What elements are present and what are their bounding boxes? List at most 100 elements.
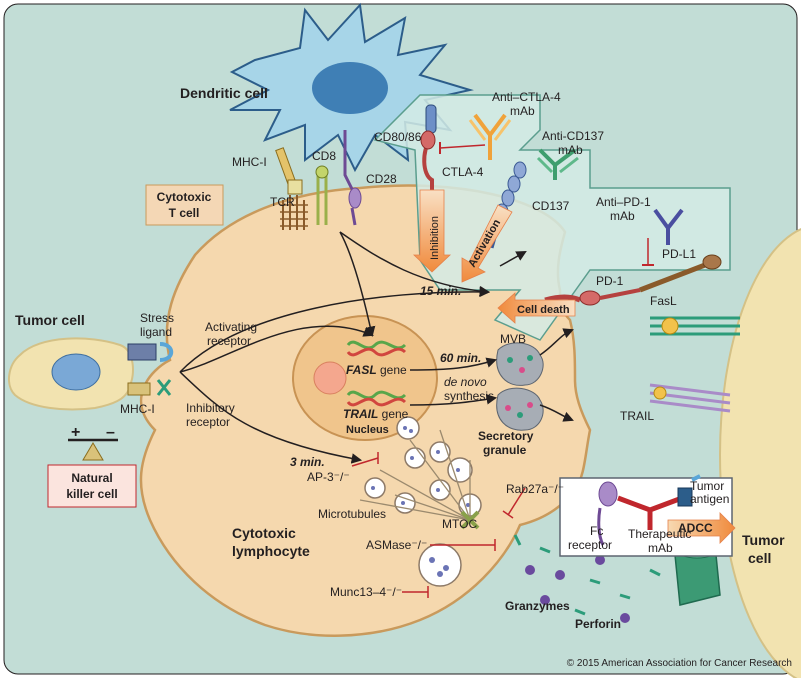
label-time-60: 60 min.: [440, 351, 481, 365]
trail-receptors: [649, 383, 731, 413]
label-anti-cd137-1: Anti-CD137: [542, 129, 604, 143]
activation-arrow: [461, 204, 513, 283]
label-anti-ctla4-2: mAb: [510, 104, 535, 118]
tumor-cell-right: [719, 228, 801, 678]
tumor-cell-left-nucleus: [51, 353, 101, 391]
anti-cd137-antibody: [536, 148, 579, 180]
pd1-receptor: [544, 288, 641, 306]
label-fasl: FasL: [650, 294, 677, 308]
label-mvb: MVB: [500, 332, 526, 346]
label-anti-cd137-2: mAb: [558, 143, 583, 157]
label-natural-killer-1: Natural: [71, 471, 112, 485]
label-time-15: 15 min.: [420, 284, 461, 298]
nucleolus: [313, 361, 347, 395]
label-balance-minus: –: [106, 424, 115, 441]
label-inhibition: Inhibition: [429, 216, 441, 260]
microtubules: [359, 429, 471, 521]
label-fc-receptor-2: receptor: [568, 538, 612, 552]
trail-dna: [346, 390, 407, 407]
cd80-86-ligand: [425, 104, 437, 134]
label-tumor-cell-left: Tumor cell: [15, 312, 85, 328]
label-asmase: ASMase⁻/⁻: [366, 538, 427, 552]
label-cytotoxic-lymphocyte-2: lymphocyte: [232, 543, 310, 559]
cd8-receptor: [315, 165, 329, 225]
label-cell-death: Cell death: [517, 304, 570, 316]
label-activating-receptor-1: Activating: [205, 320, 257, 334]
label-inhibitory-receptor-2: receptor: [186, 415, 230, 429]
tcr-complex: [275, 147, 308, 230]
tumor-antigen: [677, 474, 701, 507]
label-pd-l1: PD-L1: [662, 247, 696, 261]
mhc-i-inhibitory-receptor: [127, 379, 172, 396]
cd28-receptor: [343, 130, 362, 226]
label-stress-ligand-2: ligand: [140, 325, 172, 339]
label-synthesis: synthesis: [444, 389, 494, 403]
label-anti-pd1-1: Anti–PD-1: [596, 195, 651, 209]
label-mhc-i-left: MHC-I: [120, 402, 155, 416]
dendritic-nucleus: [312, 62, 388, 114]
label-adcc: ADCC: [678, 521, 713, 535]
nk-balance: [68, 438, 118, 461]
adcc-arrow: [667, 512, 736, 544]
label-granzymes: Granzymes: [505, 599, 570, 613]
granule-contents: [371, 426, 470, 577]
label-de-novo: de novo: [444, 375, 487, 389]
label-trail: TRAIL: [620, 409, 654, 423]
label-secretory-granule-2: granule: [483, 443, 527, 457]
signal-arrows: [179, 231, 574, 464]
label-pd-1: PD-1: [596, 274, 624, 288]
anti-ctla4-antibody: [468, 113, 512, 160]
label-balance-plus: +: [71, 424, 80, 441]
label-tumor-cell-right-1: Tumor: [742, 532, 785, 548]
label-time-3: 3 min.: [290, 455, 325, 469]
label-microtubules: Microtubules: [318, 507, 386, 521]
label-secretory-granule-1: Secretory: [478, 429, 534, 443]
label-perforin: Perforin: [575, 617, 621, 631]
fc-receptor: [597, 481, 618, 546]
label-nucleus: Nucleus: [346, 424, 389, 436]
natural-killer-box: [47, 464, 137, 508]
ctla4-receptor: [420, 130, 436, 225]
copyright-notice: © 2015 American Association for Cancer R…: [567, 658, 792, 669]
label-therapeutic-mab-1: Therapeutic: [628, 527, 691, 541]
label-anti-pd1-2: mAb: [610, 209, 635, 223]
label-munc13: Munc13–4⁻/⁻: [330, 585, 402, 599]
inhibitor-lines: [351, 452, 526, 598]
label-dendritic-cell: Dendritic cell: [180, 85, 268, 101]
label-ap3: AP-3⁻/⁻: [307, 470, 350, 484]
label-cd28: CD28: [366, 172, 397, 186]
cell-death-arrow: [497, 292, 576, 324]
label-ctla4: CTLA-4: [442, 165, 484, 179]
anti-pd1-antibody: [653, 208, 684, 245]
label-trail-gene: TRAIL gene: [343, 407, 409, 421]
label-inhibitory-receptor-1: Inhibitory: [186, 401, 235, 415]
adcc-callout-box: [559, 477, 733, 557]
label-fasl-gene: FASL gene: [346, 363, 407, 377]
therapeutic-mab: [617, 495, 683, 530]
fasl-dna: [346, 340, 407, 357]
label-natural-killer-2: killer cell: [66, 487, 117, 501]
fasl-receptors: [650, 316, 740, 336]
anti-ctla4-inhibit-line: [439, 144, 486, 149]
label-stress-ligand-1: Stress: [140, 311, 174, 325]
cytotoxic-t-cell-box: [145, 184, 224, 226]
label-cytotoxic-t-cell-1: Cytotoxic: [157, 190, 212, 204]
label-tumor-antigen-2: antigen: [690, 492, 729, 506]
label-tumor-antigen-1: Tumor: [690, 479, 724, 493]
label-fc-receptor-1: Fc: [590, 524, 603, 538]
label-cytotoxic-lymphocyte-1: Cytotoxic: [232, 525, 296, 541]
inhibition-arrow: [412, 189, 452, 273]
label-cd8: CD8: [312, 149, 336, 163]
label-tcr: TCR: [270, 195, 295, 209]
pd-l1-ligand: [639, 254, 722, 293]
mtoc: [460, 510, 480, 530]
label-cd80-86: CD80/86: [374, 130, 422, 144]
label-cytotoxic-t-cell-2: T cell: [169, 206, 200, 220]
label-activating-receptor-2: receptor: [207, 334, 251, 348]
label-therapeutic-mab-2: mAb: [648, 541, 673, 555]
label-rab27a: Rab27a⁻/⁻: [506, 482, 564, 496]
label-tumor-cell-right-2: cell: [748, 550, 771, 566]
label-anti-ctla4-1: Anti–CTLA-4: [492, 90, 561, 104]
